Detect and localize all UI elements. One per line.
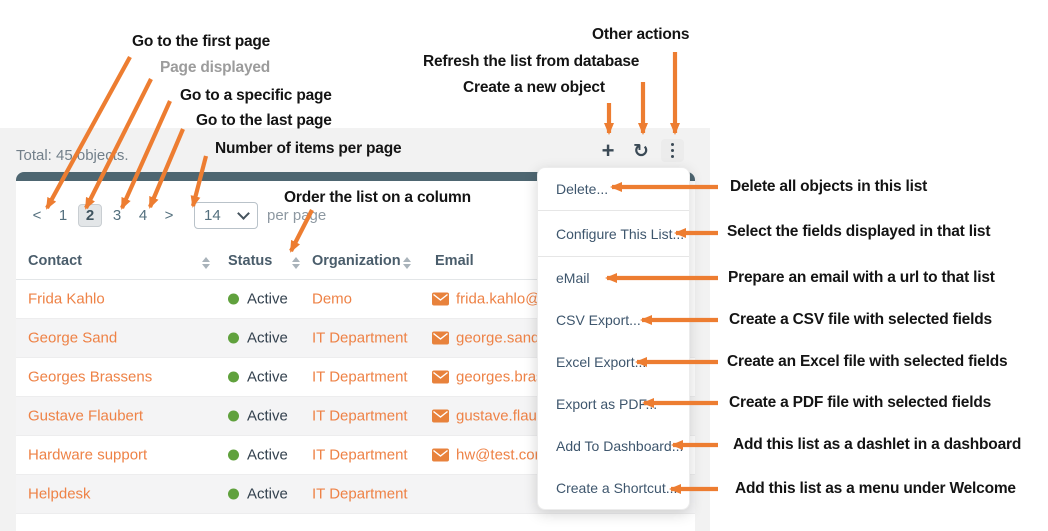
callout-go-last-page: Go to the last page <box>196 112 332 129</box>
other-actions-menu: Delete... Configure This List... eMail C… <box>537 167 690 510</box>
organization-link[interactable]: IT Department <box>312 407 408 425</box>
next-page-button[interactable]: > <box>164 207 174 224</box>
table-row[interactable]: Frida Kahlo Active Demo frida.kahlo@de <box>16 280 695 319</box>
menu-item-excel-export[interactable]: Excel Export... <box>556 354 647 370</box>
callout-delete-all: Delete all objects in this list <box>730 178 928 195</box>
callout-create-csv: Create a CSV file with selected fields <box>729 311 992 328</box>
status-dot <box>228 449 239 461</box>
column-header-contact[interactable]: Contact <box>28 253 82 269</box>
table-row[interactable]: Hardware support Active IT Department hw… <box>16 436 695 475</box>
envelope-icon <box>432 409 449 423</box>
callout-go-first-page: Go to the first page <box>132 33 271 50</box>
email-cell: george.sand@i <box>432 330 558 347</box>
email-link[interactable]: georges.brasse <box>456 368 560 386</box>
menu-item-export-pdf[interactable]: Export as PDF... <box>556 396 658 412</box>
other-actions-button[interactable] <box>661 139 684 162</box>
menu-divider <box>538 210 689 211</box>
page-button-4[interactable]: 4 <box>138 207 148 224</box>
email-link[interactable]: gustave.flaube <box>456 407 554 425</box>
callout-create-excel: Create an Excel file with selected field… <box>727 353 1008 370</box>
callout-items-per-page: Number of items per page <box>215 140 402 157</box>
menu-item-email[interactable]: eMail <box>556 270 590 286</box>
status-dot <box>228 371 239 383</box>
contact-link[interactable]: George Sand <box>28 329 118 347</box>
status-cell: Active <box>228 486 288 503</box>
sort-icon[interactable] <box>403 257 411 269</box>
pagination: < 1 2 3 4 > 14 per page <box>24 202 326 229</box>
card-top-bar <box>16 172 695 181</box>
envelope-icon <box>432 370 449 384</box>
email-link[interactable]: george.sand@i <box>456 329 558 347</box>
menu-item-configure-list[interactable]: Configure This List... <box>556 225 685 242</box>
status-cell: Active <box>228 447 288 464</box>
callout-add-menu: Add this list as a menu under Welcome <box>735 480 1016 497</box>
chevron-down-icon <box>237 207 250 220</box>
prev-page-button[interactable]: < <box>32 207 42 224</box>
status-cell: Active <box>228 330 288 347</box>
status-dot <box>228 488 239 500</box>
organization-link[interactable]: IT Department <box>312 368 408 386</box>
menu-item-create-shortcut[interactable]: Create a Shortcut... <box>556 480 678 496</box>
contact-link[interactable]: Georges Brassens <box>28 368 153 386</box>
column-header-status[interactable]: Status <box>228 253 273 269</box>
table-row[interactable]: Georges Brassens Active IT Department ge… <box>16 358 695 397</box>
status-cell: Active <box>228 291 288 308</box>
email-cell: hw@test.com <box>432 447 547 464</box>
page-button-1[interactable]: 1 <box>58 207 68 224</box>
callout-other-actions: Other actions <box>592 26 690 43</box>
callout-create-pdf: Create a PDF file with selected fields <box>729 394 992 411</box>
create-object-button[interactable]: + <box>596 138 620 163</box>
page-button-2-current[interactable]: 2 <box>78 204 102 227</box>
status-cell: Active <box>228 408 288 425</box>
contact-link[interactable]: Frida Kahlo <box>28 290 105 308</box>
email-cell: georges.brasse <box>432 369 559 386</box>
callout-add-dashlet: Add this list as a dashlet in a dashboar… <box>733 436 1022 453</box>
organization-link[interactable]: Demo <box>312 290 353 308</box>
envelope-icon <box>432 292 449 306</box>
status-cell: Active <box>228 369 288 386</box>
items-per-page-value: 14 <box>204 207 221 224</box>
total-objects-label: Total: 45 objects. <box>16 147 129 164</box>
menu-item-csv-export[interactable]: CSV Export... <box>556 312 641 328</box>
envelope-icon <box>432 331 449 345</box>
email-link[interactable]: frida.kahlo@de <box>456 290 558 308</box>
envelope-icon <box>432 448 449 462</box>
page-button-3[interactable]: 3 <box>112 207 122 224</box>
sort-icon[interactable] <box>292 257 300 269</box>
organization-link[interactable]: IT Department <box>312 329 408 347</box>
sort-icon[interactable] <box>202 257 210 269</box>
plus-icon: + <box>601 138 615 163</box>
kebab-menu-icon <box>670 142 675 147</box>
callout-select-fields: Select the fields displayed in that list <box>727 223 991 240</box>
status-dot <box>228 332 239 344</box>
callout-create-object: Create a new object <box>463 79 605 96</box>
menu-item-add-to-dashboard[interactable]: Add To Dashboard... <box>556 438 684 454</box>
callout-refresh-list: Refresh the list from database <box>423 53 640 70</box>
refresh-list-button[interactable]: ↻ <box>629 139 653 163</box>
callout-go-specific-page: Go to a specific page <box>180 87 332 104</box>
callout-prepare-email: Prepare an email with a url to that list <box>728 269 995 286</box>
status-dot <box>228 410 239 422</box>
table-header: Contact Status Organization Email <box>16 248 690 280</box>
contact-link[interactable]: Hardware support <box>28 446 148 464</box>
column-header-email[interactable]: Email <box>435 253 474 269</box>
email-cell: frida.kahlo@de <box>432 291 557 308</box>
organization-link[interactable]: IT Department <box>312 485 408 503</box>
email-link[interactable]: hw@test.com <box>456 446 548 464</box>
column-header-organization[interactable]: Organization <box>312 253 401 269</box>
email-cell: gustave.flaube <box>432 408 554 425</box>
contact-link[interactable]: Helpdesk <box>28 485 91 503</box>
status-dot <box>228 293 239 305</box>
refresh-icon: ↻ <box>633 140 649 162</box>
contact-link[interactable]: Gustave Flaubert <box>28 407 144 425</box>
organization-link[interactable]: IT Department <box>312 446 408 464</box>
menu-item-delete[interactable]: Delete... <box>556 181 609 197</box>
per-page-label: per page <box>267 207 327 224</box>
items-per-page-select[interactable]: 14 <box>194 202 258 229</box>
callout-page-displayed: Page displayed <box>160 59 271 76</box>
callout-order-column: Order the list on a column <box>284 189 471 206</box>
menu-divider <box>538 256 689 257</box>
